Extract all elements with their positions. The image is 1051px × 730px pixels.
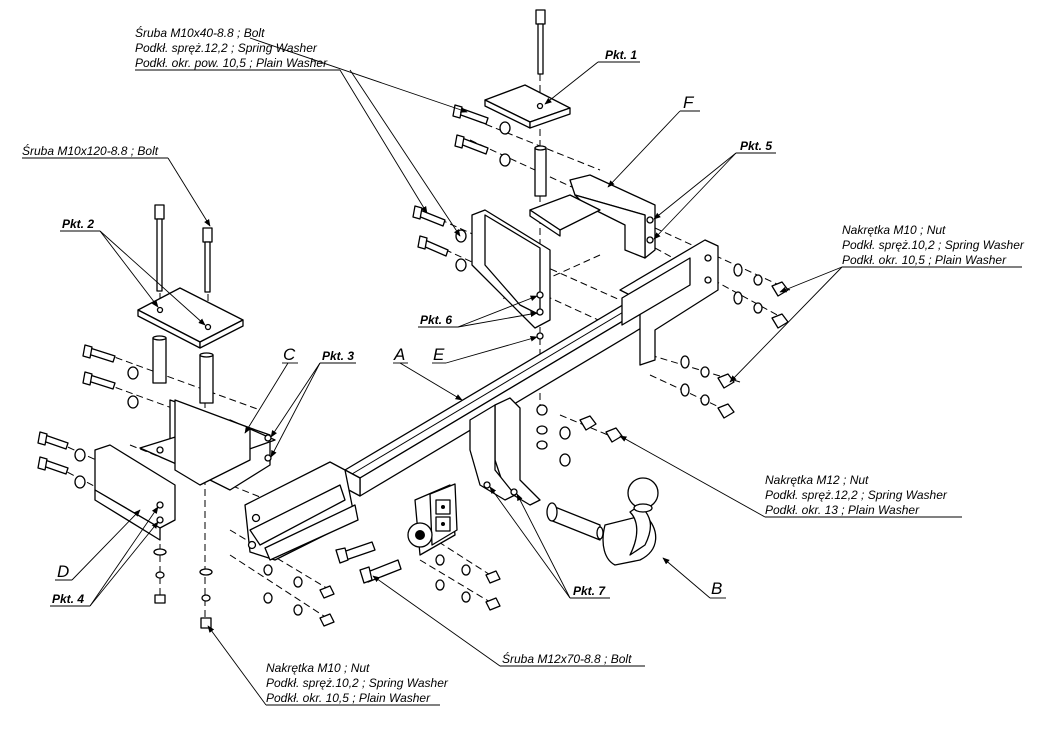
top-plate-pkt1 [484,84,571,129]
drop-plate [469,397,541,506]
label-pkt7: Pkt. 7 [573,584,606,598]
note-left-bolt: Śruba M10x120-8.8 ; Bolt [22,143,159,158]
bracket-F [529,174,656,259]
bracket-D [94,444,176,541]
note-right-nut: Nakrętka M10 ; Nut [842,223,946,237]
bracket-center-pkt6 [471,209,551,340]
top-long-bolt [534,9,547,197]
part-label-F: F [683,93,695,112]
note-m12-spring-washer: Podkł. spręż.12,2 ; Spring Washer [765,488,948,502]
note-m12-bolt: Śruba M12x70-8.8 ; Bolt [502,651,632,666]
part-label-A: A [393,345,405,364]
part-letters: A B C D E F [57,93,722,598]
leader-lines [22,37,1022,706]
note-m12-nut: Nakrętka M12 ; Nut [765,473,869,487]
bracket-C [139,399,276,491]
note-bottom-plain-washer: Podkł. okr. 10,5 ; Plain Washer [266,691,431,705]
note-bottom-nut: Nakrętka M10 ; Nut [266,661,370,675]
note-m12-plain-washer: Podkł. okr. 13 ; Plain Washer [765,503,920,517]
part-label-B: B [711,579,722,598]
label-pkt1: Pkt. 1 [605,48,637,62]
part-label-C: C [283,345,296,364]
callout-left: Śruba M10x120-8.8 ; Bolt [22,143,159,158]
note-top-left-plain-washer: Podkł. okr. pow. 10,5 ; Plain Washer [135,56,328,70]
note-right-plain-washer: Podkł. okr. 10,5 ; Plain Washer [842,253,1007,267]
label-pkt4: Pkt. 4 [52,592,84,606]
callout-top-left: Śruba M10x40-8.8 ; Bolt Podkł. spręż.12,… [135,25,328,70]
socket-plate [407,483,458,556]
callout-mid-right: Nakrętka M12 ; Nut Podkł. spręż.12,2 ; S… [765,473,948,517]
note-right-spring-washer: Podkł. spręż.10,2 ; Spring Washer [842,238,1025,252]
note-top-left-bolt: Śruba M10x40-8.8 ; Bolt [135,25,265,40]
callout-bottom-mid: Śruba M12x70-8.8 ; Bolt [502,651,632,666]
label-pkt5: Pkt. 5 [740,139,772,153]
point-labels: Pkt. 1 Pkt. 2 Pkt. 3 Pkt. 4 Pkt. 5 Pkt. … [52,48,772,606]
small-hardware [37,104,789,629]
bracket-E [619,239,719,366]
note-bottom-spring-washer: Podkł. spręż.10,2 ; Spring Washer [266,676,449,690]
note-top-left-spring-washer: Podkł. spręż.12,2 ; Spring Washer [135,41,318,55]
label-pkt6: Pkt. 6 [420,313,452,327]
label-pkt2: Pkt. 2 [62,217,94,231]
callout-right: Nakrętka M10 ; Nut Podkł. spręż.10,2 ; S… [842,223,1025,267]
left-long-bolts [152,204,214,404]
tow-ball-B [546,477,659,566]
label-pkt3: Pkt. 3 [322,349,354,363]
callout-bottom-left: Nakrętka M10 ; Nut Podkł. spręż.10,2 ; S… [266,661,449,705]
m12-bolts [335,541,402,584]
part-label-D: D [57,562,69,581]
left-plate-pkt2 [137,287,244,349]
part-label-E: E [433,345,445,364]
bar-left-endplate [244,461,359,561]
